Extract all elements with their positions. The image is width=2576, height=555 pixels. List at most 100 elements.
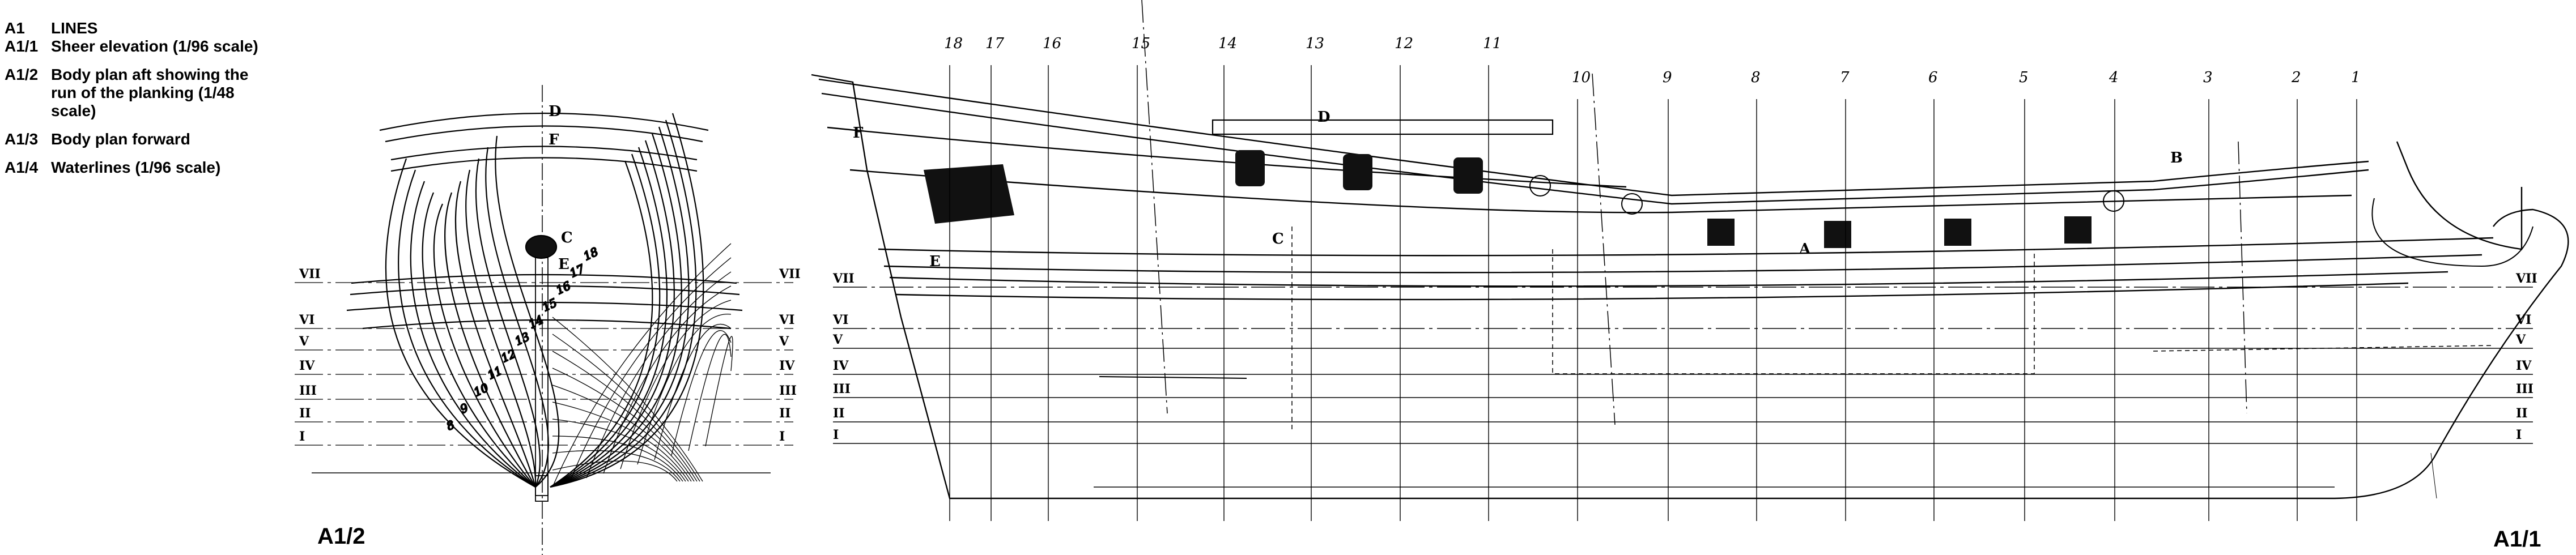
sheer-letter-f: F: [853, 125, 864, 142]
plank-line: [552, 436, 683, 482]
section-curve: [454, 181, 537, 488]
station-label: 6: [1928, 69, 1938, 86]
section-curve: [485, 147, 549, 488]
main-wale: [878, 237, 2494, 274]
plate-label-sheer: A1/1: [2493, 527, 2541, 552]
section-line: [1141, 0, 1168, 414]
station-label: 2: [2291, 69, 2301, 86]
gunport: [1824, 221, 1851, 248]
forward-section-curve: [550, 119, 697, 488]
station-label: 8: [1751, 69, 1761, 86]
head-rail: [2371, 198, 2534, 267]
deck-line-aft: [1099, 376, 1247, 379]
gunport: [2064, 216, 2092, 244]
section-curve: [410, 181, 536, 488]
body-plan-letter-d: D: [549, 103, 562, 120]
waterline-label-fwd: IV: [2516, 358, 2532, 373]
hawse-hole: [1529, 175, 1551, 197]
station-label: 17: [985, 35, 1005, 52]
upper-rail: [827, 126, 1627, 188]
hold-outline: [1552, 249, 2035, 374]
legend-text: Sheer elevation (1/96 scale): [51, 37, 258, 55]
plank-line: [552, 419, 686, 482]
plank-line: [552, 334, 700, 482]
body-plan-waterline-label-right: I: [779, 429, 785, 444]
waterline-label-fwd: VII: [2515, 271, 2537, 286]
sheer-letter-e: E: [929, 253, 941, 270]
plank-line: [688, 334, 732, 451]
plank-line: [552, 460, 678, 482]
station-label: 16: [1043, 35, 1061, 52]
section-label: 16: [554, 279, 573, 297]
wales: [346, 274, 743, 330]
legend-text: Body plan aft showing the run of the pla…: [51, 66, 249, 119]
sheer-letter-a: A: [1799, 241, 1811, 258]
waterline-label-aft: I: [833, 428, 839, 442]
section-label: 13: [513, 330, 532, 348]
hawse-hole: [1621, 193, 1643, 215]
station-label: 3: [2203, 69, 2213, 86]
stem-line: [2430, 452, 2437, 499]
body-plan-waterline-label-right: VI: [779, 313, 794, 327]
plank-line: [654, 323, 732, 460]
waterline-label-aft: V: [832, 332, 843, 347]
plank-line: [552, 450, 681, 482]
section-curve: [433, 203, 536, 488]
plank-line: [552, 368, 695, 482]
sheer-letter-b: B: [2170, 150, 2183, 166]
section-label: 17: [568, 262, 586, 280]
section-line: [1592, 73, 1616, 425]
body-plan-waterline-label-left: IV: [299, 358, 315, 373]
plank-line: [705, 336, 733, 447]
waterline-label-aft: VII: [832, 271, 855, 286]
section-curve: [398, 169, 536, 488]
plank-line: [552, 243, 732, 488]
section-label: 9: [458, 400, 470, 416]
station-label: 13: [1306, 35, 1324, 52]
body-plan-waterline-label-right: II: [779, 406, 791, 421]
gunport: [1343, 154, 1372, 190]
gunport: [1235, 150, 1265, 186]
plank-line: [552, 402, 689, 482]
forward-section-curve: [550, 133, 682, 488]
waterline-label-aft: IV: [833, 358, 849, 373]
section-curve: [385, 158, 536, 488]
body-plan-waterline-label-left: VI: [299, 313, 314, 327]
waterline-label-aft: III: [833, 382, 851, 396]
section-label: 15: [540, 296, 559, 314]
station-label: 15: [1132, 35, 1150, 52]
sternpost: [535, 257, 549, 496]
section-label: 10: [471, 381, 490, 399]
beakhead: [2396, 141, 2523, 250]
plate-label-body-plan: A1/2: [317, 524, 365, 549]
plank-line: [637, 314, 732, 465]
legend-text: Waterlines (1/96 scale): [51, 159, 221, 176]
section-curve: [495, 135, 560, 488]
legend-code: A1/1: [5, 37, 39, 55]
body-plan-waterline-label-left: VII: [299, 267, 321, 281]
waist-rail: [849, 169, 2352, 214]
legend-text: Body plan forward: [51, 130, 190, 148]
gunports: [924, 150, 2092, 248]
forward-section-curve: [550, 147, 668, 488]
section-curve: [444, 192, 536, 488]
legend-code: A1/4: [5, 159, 39, 176]
forward-section-curve: [550, 160, 653, 488]
legend-item: A1/4 Waterlines (1/96 scale): [5, 159, 272, 177]
body-plan-waterline-label-left: V: [299, 334, 309, 349]
sheer-letter-c: C: [1272, 230, 1284, 247]
rudder-head-c: [525, 234, 558, 259]
hawse-hole: [2103, 190, 2124, 212]
plank-line: [603, 285, 732, 474]
sheer-rail-lower: [821, 92, 2369, 205]
body-plan-waterline-label-left: I: [299, 429, 305, 444]
